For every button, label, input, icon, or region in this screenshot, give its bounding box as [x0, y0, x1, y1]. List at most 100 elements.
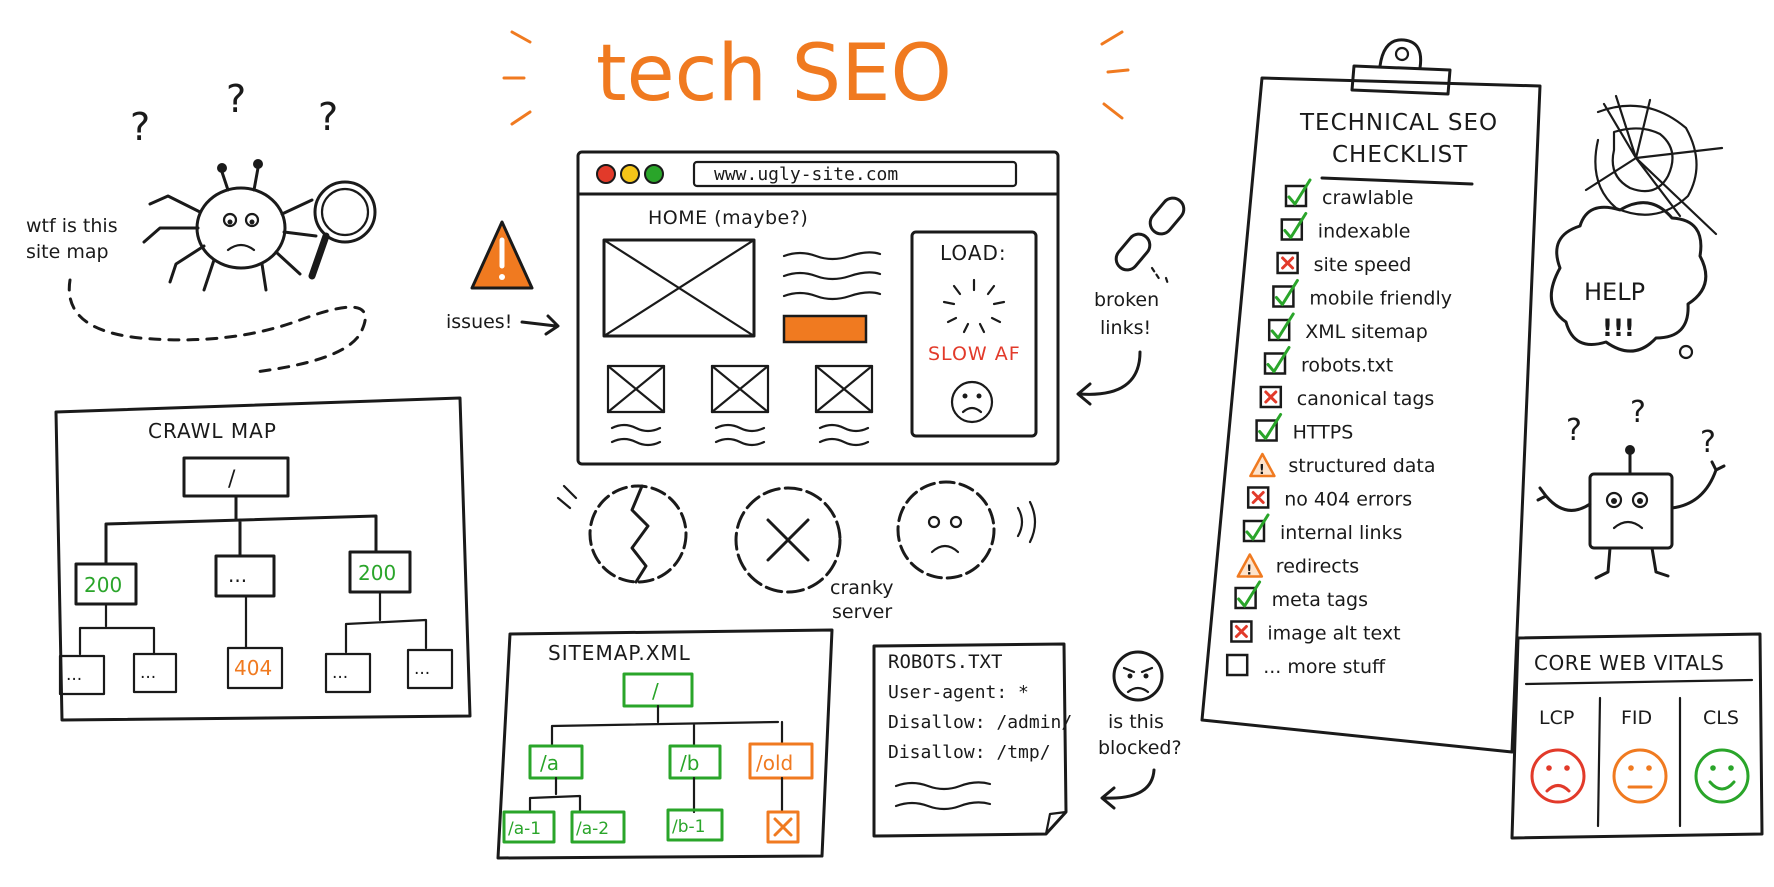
- checklist-item-label: internal links: [1280, 522, 1402, 544]
- crawl-map-title: CRAWL MAP: [148, 419, 277, 443]
- broken-links-callout: broken links!: [1076, 196, 1186, 406]
- checklist-item-label: site speed: [1314, 254, 1412, 276]
- checkbox-icon: [1263, 352, 1287, 375]
- browser-page-heading: HOME (maybe?): [648, 207, 808, 229]
- load-label: LOAD:: [940, 241, 1007, 265]
- sitemap-branch-label: /a: [540, 751, 559, 775]
- spider-figure: ? ? ? wtf is this site map: [26, 77, 377, 374]
- sitemap-title: SITEMAP.XML: [548, 641, 691, 665]
- face-eye: [1564, 765, 1570, 771]
- checkbox-icon: [1272, 285, 1295, 308]
- web-vital-metric: LCP: [1530, 707, 1586, 804]
- warning-icon: [1236, 553, 1264, 578]
- crawl-map-panel: CRAWL MAP / 200 ... 200 ... ... 404 ... …: [54, 396, 472, 722]
- server-label-line2: server: [832, 601, 892, 623]
- question-mark: ?: [1700, 425, 1716, 460]
- face-eye: [1710, 765, 1716, 771]
- checklist-item: internal links: [1242, 513, 1402, 544]
- checklist-item: !redirects: [1236, 553, 1359, 579]
- checkbox-icon: [1267, 318, 1291, 342]
- sitemap-leaf: [570, 810, 626, 844]
- broken-links-line2: links!: [1100, 317, 1151, 339]
- crawl-leaf: [324, 652, 372, 694]
- sitemap-branch-label: /b: [680, 751, 699, 775]
- checklist-item: mobile friendly: [1272, 279, 1452, 310]
- browser-window: www.ugly-site.com HOME (maybe?) LOAD: SL…: [576, 150, 1060, 466]
- warning-icon: [1249, 452, 1276, 478]
- blocked-line2: blocked?: [1098, 737, 1182, 759]
- crawl-leaf: [226, 646, 284, 690]
- arrow-left-icon: [1076, 350, 1142, 406]
- spider-antenna-tip: [217, 163, 227, 173]
- robots-title: ROBOTS.TXT: [888, 651, 1002, 673]
- server-label-line1: cranky: [830, 577, 894, 599]
- sitemap-root-label: /: [652, 679, 659, 703]
- cross-icon: [766, 810, 800, 844]
- page-title: tech SEO: [596, 29, 952, 119]
- checkbox-icon: [1246, 486, 1270, 509]
- sitemap-panel: SITEMAP.XML / /a /b /old /a-1 /a-2 /b-1: [496, 628, 834, 860]
- window-close-dot: [596, 164, 616, 184]
- checklist-item: image alt text: [1230, 620, 1401, 645]
- spider-antenna-tip: [253, 159, 263, 169]
- sitemap-branch-label: /old: [756, 751, 793, 775]
- sad-face-icon: [950, 380, 994, 424]
- cross-icon: [1281, 256, 1295, 270]
- web-vital-metric: FID: [1612, 707, 1668, 804]
- question-mark: ?: [130, 105, 150, 149]
- broken-chain-icon: [1114, 196, 1186, 286]
- check-icon: [1245, 513, 1270, 541]
- broken-gear-icon: [556, 484, 688, 584]
- sitemap-leaf: [502, 810, 556, 844]
- cross-gear-icon: [734, 486, 842, 594]
- sitemap-leaf-label: /a-1: [508, 819, 541, 839]
- cranky-server: cranky server: [556, 480, 1037, 623]
- web-vital-label: CLS: [1703, 707, 1739, 729]
- checkbox-icon: [1234, 586, 1257, 610]
- magnifier-icon: [308, 180, 377, 280]
- checklist-clipboard: TECHNICAL SEO CHECKLIST crawlableindexab…: [1200, 38, 1542, 754]
- thumbnail-placeholder: [606, 364, 666, 414]
- spinner-icon: [942, 278, 1006, 334]
- check-icon: [1270, 312, 1295, 340]
- checkbox-icon: [1259, 385, 1283, 409]
- title-burst-right: [1100, 30, 1130, 120]
- checkbox-icon: [1242, 519, 1266, 543]
- issues-label: issues!: [446, 311, 512, 333]
- blocked-line1: is this: [1108, 711, 1164, 733]
- arrow-right-icon: [520, 314, 560, 336]
- check-icon: [1274, 279, 1299, 306]
- blocked-callout: is this blocked?: [1098, 650, 1182, 810]
- question-mark: ?: [226, 77, 246, 121]
- sitemap-leaf: [666, 808, 724, 842]
- checklist-item-label: indexable: [1318, 221, 1411, 243]
- checklist-item-label: mobile friendly: [1309, 288, 1452, 310]
- help-thought-bubble: HELP !!!: [1549, 201, 1708, 360]
- question-mark: ?: [1630, 395, 1646, 430]
- check-icon: [1237, 580, 1262, 608]
- cross-icon: [1234, 625, 1248, 638]
- warning-icon-mark: !: [1259, 463, 1265, 478]
- face-mouth: [1545, 784, 1571, 793]
- checklist-item-label: XML sitemap: [1305, 321, 1428, 343]
- hero-image-placeholder: [602, 238, 756, 338]
- web-vital-label: LCP: [1539, 707, 1574, 729]
- question-mark: ?: [318, 95, 338, 139]
- checklist-item: HTTPS: [1255, 413, 1353, 444]
- crawl-leaf: [132, 652, 178, 694]
- checkbox-icon: [1230, 620, 1253, 643]
- crawl-node-label: 200: [358, 561, 396, 585]
- crawl-node-root-label: /: [228, 467, 236, 492]
- cross-icon: [1264, 390, 1278, 404]
- checklist-item-label: meta tags: [1272, 589, 1368, 611]
- robots-line: Disallow: /admin/: [888, 712, 1072, 733]
- sad-face-icon: [1530, 748, 1586, 804]
- checkbox-icon: [1280, 218, 1304, 241]
- crawl-leaf: [406, 648, 454, 690]
- crawl-leaf-label: ...: [414, 659, 430, 679]
- check-icon: [1258, 413, 1283, 440]
- slow-label: SLOW AF: [928, 343, 1021, 365]
- cross-icon: [1251, 491, 1265, 504]
- checklist-item: robots.txt: [1263, 346, 1393, 377]
